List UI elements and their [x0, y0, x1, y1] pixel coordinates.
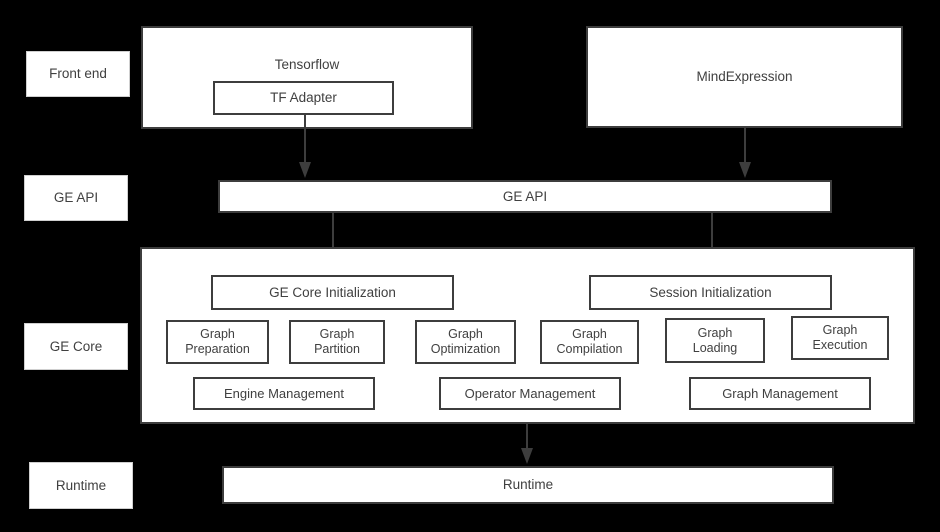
- layer-label-runtime: Runtime: [29, 462, 133, 509]
- layer-label-ge-core: GE Core: [24, 323, 128, 370]
- connector-tf-adapter-to-ge-api: [297, 114, 313, 180]
- engine-management-box[interactable]: Engine Management: [193, 377, 375, 410]
- tensorflow-title: Tensorflow: [274, 57, 340, 72]
- session-initialization-box[interactable]: Session Initialization: [589, 275, 832, 310]
- tf-adapter-box[interactable]: TF Adapter: [213, 81, 394, 115]
- graph-management-box[interactable]: Graph Management: [689, 377, 871, 410]
- layer-label-ge-api: GE API: [24, 175, 128, 221]
- operator-management-box[interactable]: Operator Management: [439, 377, 621, 410]
- graph-compilation-box[interactable]: Graph Compilation: [540, 320, 639, 364]
- layer-label-front-end: Front end: [26, 51, 130, 97]
- graph-preparation-box[interactable]: Graph Preparation: [166, 320, 269, 364]
- ge-core-initialization-box[interactable]: GE Core Initialization: [211, 275, 454, 310]
- graph-partition-box[interactable]: Graph Partition: [289, 320, 385, 364]
- mindexpression-box[interactable]: MindExpression: [586, 26, 903, 128]
- graph-loading-box[interactable]: Graph Loading: [665, 318, 765, 363]
- connector-ge-core-to-runtime: [519, 424, 535, 466]
- connector-mindexpression-to-ge-api: [737, 128, 753, 180]
- graph-optimization-box[interactable]: Graph Optimization: [415, 320, 516, 364]
- runtime-bar[interactable]: Runtime: [222, 466, 834, 504]
- ge-api-bar[interactable]: GE API: [218, 180, 832, 213]
- graph-execution-box[interactable]: Graph Execution: [791, 316, 889, 360]
